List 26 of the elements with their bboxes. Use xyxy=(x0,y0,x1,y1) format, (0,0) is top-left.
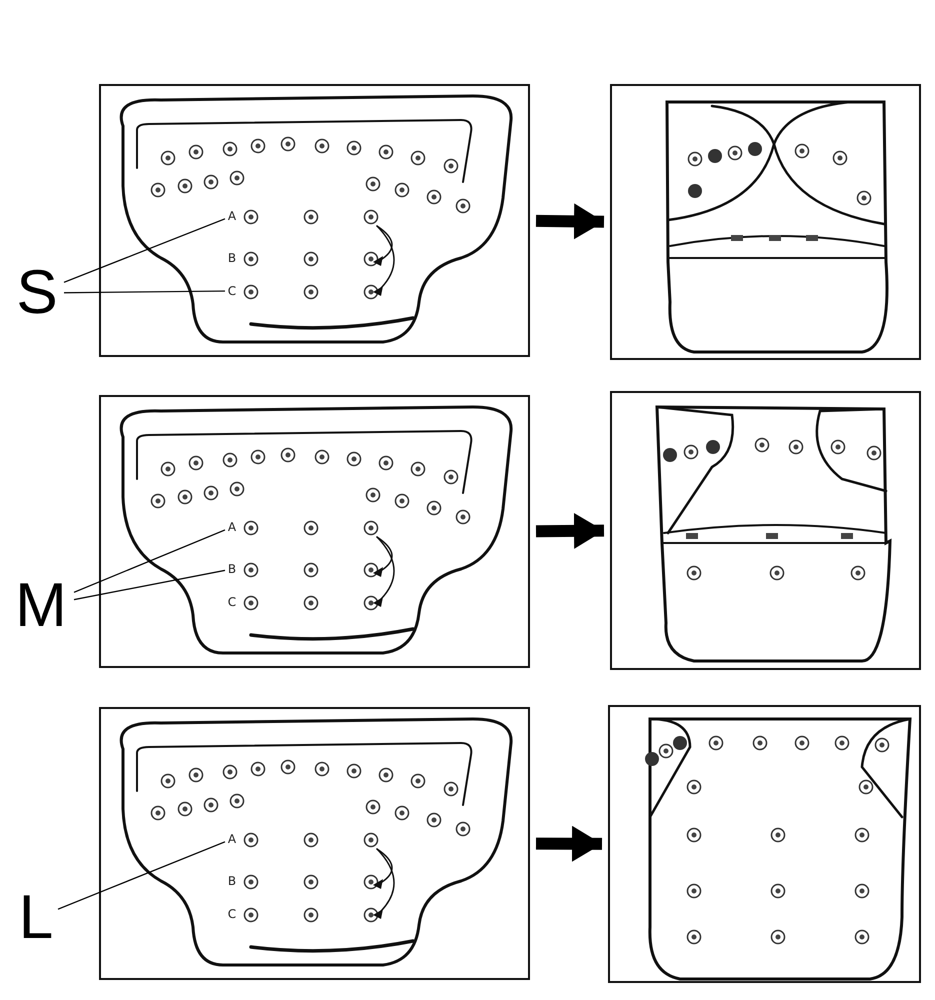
row-letter: B xyxy=(225,561,239,577)
arrow xyxy=(536,203,604,240)
size-letter: M xyxy=(8,575,74,637)
leader-line xyxy=(74,529,226,593)
picture-frame xyxy=(610,391,921,670)
leader-line xyxy=(64,218,226,283)
picture-frame xyxy=(99,707,530,980)
row-letter: B xyxy=(225,250,239,266)
row-letter: C xyxy=(225,906,239,922)
row-letter: A xyxy=(225,831,239,847)
picture-frame xyxy=(99,395,530,668)
row-letter: A xyxy=(225,208,239,224)
picture-frame xyxy=(610,84,921,360)
row-letter: B xyxy=(225,873,239,889)
picture-frame xyxy=(99,84,530,357)
picture-frame xyxy=(608,705,921,983)
leader-line xyxy=(74,570,226,600)
leader-line xyxy=(64,290,225,294)
size-letter: S xyxy=(10,262,64,324)
row-letter: C xyxy=(225,594,239,610)
arrow xyxy=(536,512,604,549)
arrow xyxy=(536,826,602,862)
leader-line xyxy=(58,841,226,910)
size-letter: L xyxy=(14,887,58,949)
row-letter: A xyxy=(225,519,239,535)
row-letter: C xyxy=(225,283,239,299)
